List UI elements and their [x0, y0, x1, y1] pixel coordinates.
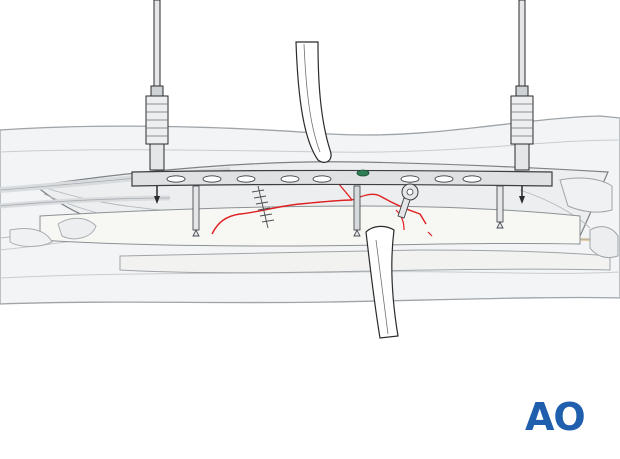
screw-tip-3: [496, 220, 504, 229]
cancellous-screw: [251, 185, 275, 229]
carpal-bones: [559, 177, 619, 259]
screw-shaft-3: [496, 185, 504, 223]
angled-screw: [397, 183, 419, 219]
proximal-structures: [9, 217, 97, 247]
upper-retractor: [295, 41, 332, 163]
left-drill-guide: [145, 0, 169, 204]
ao-logo: AO: [525, 395, 586, 439]
screw-tip-1: [192, 228, 200, 237]
screw-shaft-1: [192, 185, 200, 231]
lower-retractor: [365, 225, 399, 339]
screw-shaft-2: [353, 185, 361, 231]
radius-bone: [39, 205, 611, 274]
fracture-lines: [211, 179, 433, 237]
bone-plate: [131, 169, 553, 187]
locking-screw-head: [356, 169, 370, 177]
right-drill-guide: [510, 0, 534, 204]
screw-tip-2: [353, 228, 361, 237]
screws: [192, 185, 504, 237]
